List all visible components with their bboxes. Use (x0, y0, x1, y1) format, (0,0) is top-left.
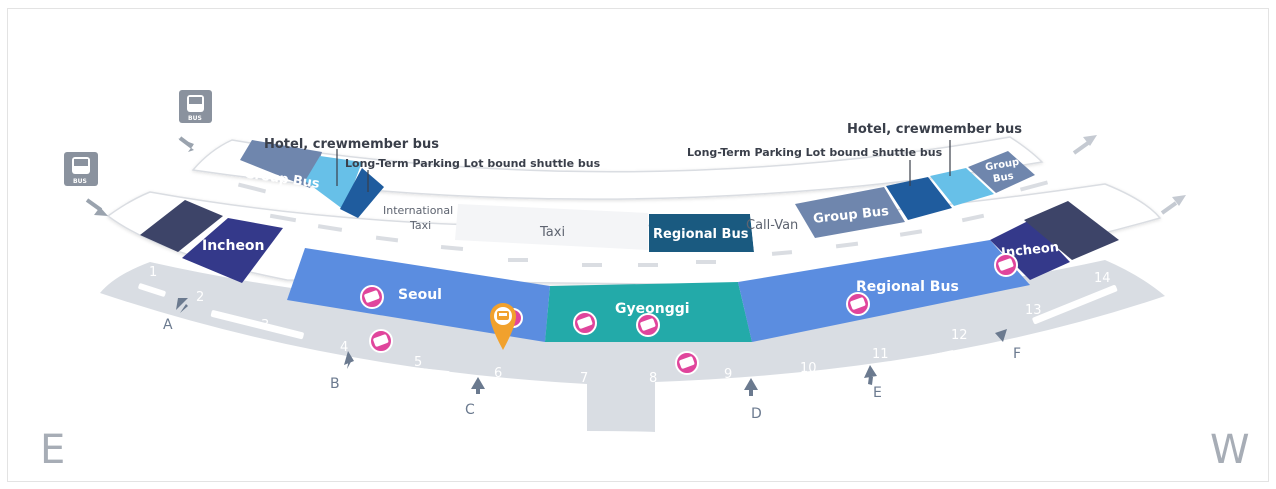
bus-icon-label: BUS (73, 178, 87, 185)
zone-incheon-west[interactable] (990, 220, 1070, 280)
gate-arrows (176, 298, 1007, 396)
arrow-up-icon (864, 365, 877, 385)
bus-entrance-far-east: BUS (64, 152, 108, 216)
compass-west: W (1210, 427, 1250, 473)
door-number: 13 (1025, 303, 1042, 318)
gate-letter: B (330, 376, 340, 392)
zone-label-group-bus-far-west-2: Bus (992, 171, 1014, 185)
ticket-icon[interactable] (360, 285, 384, 309)
zone-group-bus-far-west[interactable] (968, 151, 1035, 193)
door-number: 12 (951, 328, 968, 343)
callout-hotel-west: Hotel, crewmember bus (847, 122, 1022, 137)
gate-letter: E (873, 385, 882, 401)
zone-gyeonggi[interactable] (545, 282, 752, 342)
zone-hotel-west[interactable] (930, 168, 994, 206)
ticket-icon[interactable] (846, 292, 870, 316)
zone-label-international-taxi-2: Taxi (409, 219, 431, 232)
door-number: 6 (494, 366, 502, 381)
zone-incheon-east[interactable] (182, 218, 283, 283)
door-number: 9 (724, 367, 732, 382)
zone-dark-east (140, 200, 223, 252)
gate-letters: A B C D E F (163, 317, 1021, 422)
callout-shuttle-east: Long-Term Parking Lot bound shuttle bus (345, 157, 601, 170)
door-numbers: 1 2 3 4 5 6 7 8 9 10 11 12 13 14 (149, 265, 1111, 386)
ticket-icon[interactable] (369, 329, 393, 353)
exit-arrows (1072, 135, 1186, 215)
arrow-up-icon (471, 377, 485, 394)
location-marker-icon[interactable] (490, 303, 516, 350)
zone-label-seoul: Seoul (398, 287, 442, 303)
zone-label-regional-bus-top: Regional Bus (653, 227, 749, 242)
zone-label-international-taxi-1: International (383, 204, 453, 217)
zone-regional-bus[interactable] (738, 240, 1030, 342)
door-number: 7 (580, 371, 588, 386)
ticket-icon[interactable] (994, 253, 1018, 277)
arrow-up-icon (344, 351, 354, 369)
zone-seoul[interactable] (287, 248, 550, 342)
door-number: 11 (872, 347, 889, 362)
door-number: 4 (340, 340, 348, 355)
zone-label-taxi: Taxi (539, 225, 565, 240)
arrow-up-icon (176, 298, 188, 313)
zone-shuttle-east[interactable] (340, 168, 384, 218)
lane-markings (237, 180, 1049, 267)
arrow-up-right-icon (1160, 201, 1178, 215)
zone-regional-bus-top[interactable] (649, 214, 754, 252)
gate-letter: C (465, 402, 475, 418)
zone-call-van[interactable] (750, 210, 815, 252)
door-number: 1 (149, 265, 157, 280)
arrow-up-icon (995, 329, 1007, 342)
door-number: 5 (414, 355, 422, 370)
zone-group-bus-east[interactable] (240, 140, 322, 188)
zone-shuttle-west[interactable] (886, 177, 952, 220)
gate-letter: D (751, 406, 762, 422)
arrow-down-right-icon (94, 207, 108, 216)
zone-group-bus-west[interactable] (795, 187, 905, 238)
callout-hotel-east: Hotel, crewmember bus (264, 137, 439, 152)
ticket-icon[interactable] (636, 313, 660, 337)
ticket-icon[interactable] (573, 311, 597, 335)
door-number: 2 (196, 290, 204, 305)
door-number: 14 (1094, 271, 1111, 286)
zone-label-gyeonggi: Gyeonggi (615, 301, 690, 317)
zone-taxi[interactable] (455, 204, 648, 250)
compass-east: E (40, 427, 65, 473)
zone-label-call-van: Call-Van (746, 218, 798, 233)
callout-shuttle-west: Long-Term Parking Lot bound shuttle bus (687, 146, 943, 159)
gate-letter: A (163, 317, 173, 333)
zone-dark-west (1024, 201, 1119, 260)
door-number: 8 (649, 371, 657, 386)
door-number: 3 (261, 318, 269, 333)
zone-label-incheon-east: Incheon (202, 238, 265, 254)
door-number: 10 (800, 361, 817, 376)
arrow-up-icon (744, 378, 758, 396)
ticket-icon[interactable] (675, 351, 699, 375)
arrow-up-right-icon (1072, 141, 1090, 155)
gate-letter: F (1013, 346, 1021, 362)
bus-icon-label: BUS (188, 115, 202, 122)
zone-label-incheon-west: Incheon (1000, 240, 1059, 261)
callout-lines (336, 140, 951, 192)
zone-label-regional-bus: Regional Bus (856, 279, 959, 295)
bus-entrance-east: BUS (178, 90, 212, 152)
